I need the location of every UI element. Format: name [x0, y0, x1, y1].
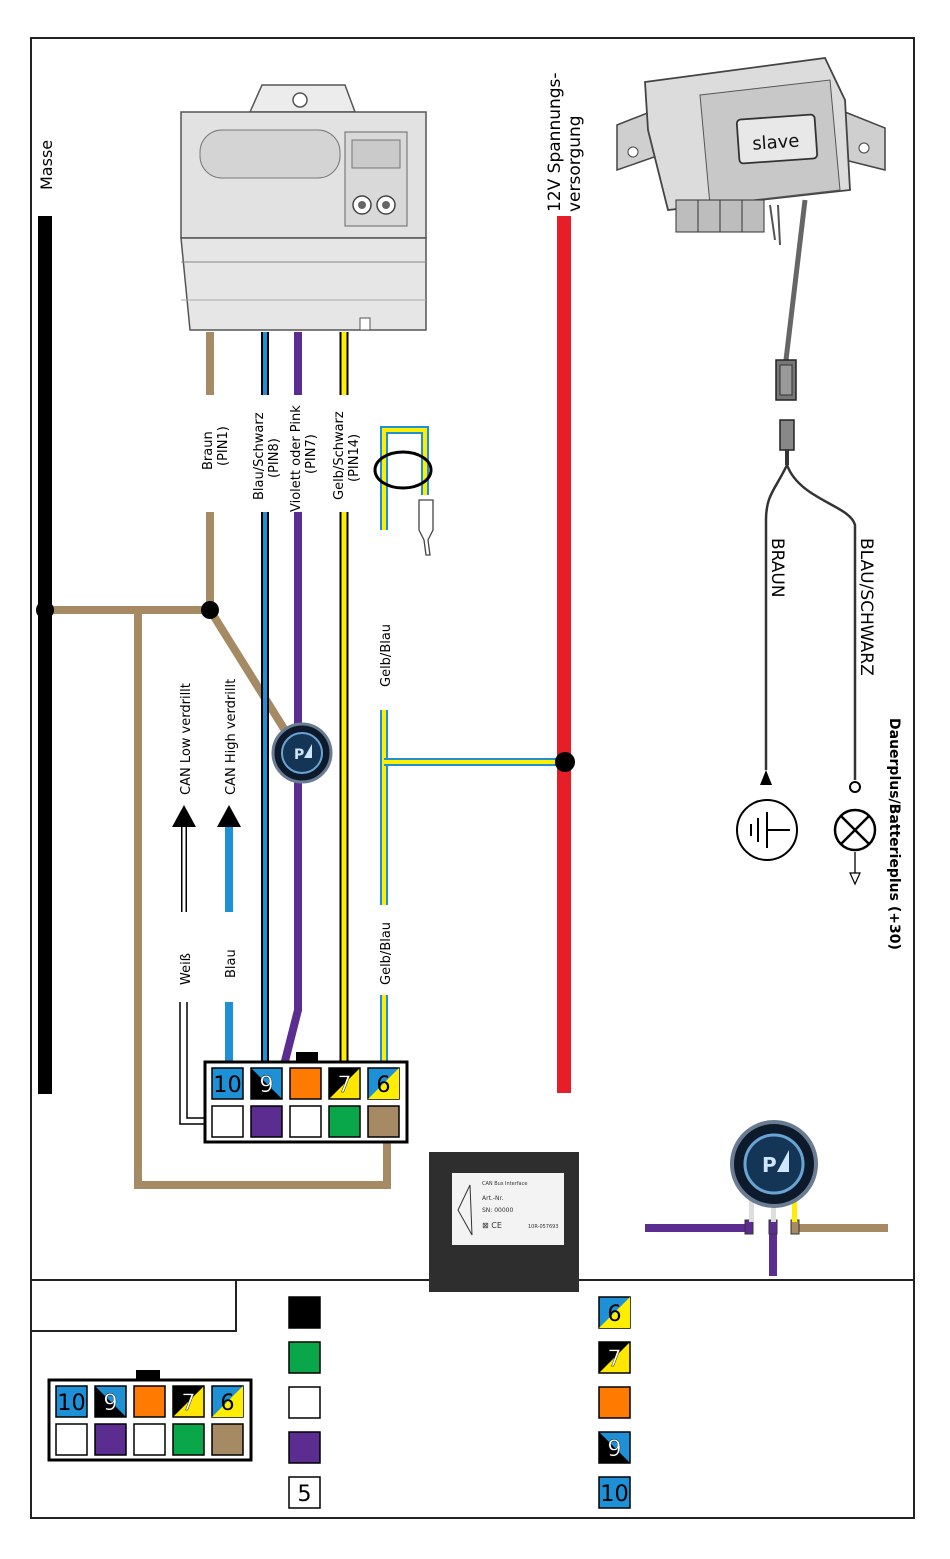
ecu-wires-upper: [206, 332, 349, 395]
park-button-icon: P: [271, 722, 333, 784]
svg-text:P: P: [762, 1153, 777, 1177]
supply-label-line1: 12V Spannungs-: [545, 72, 565, 212]
legend-pin-top-0-number: 10: [57, 1390, 85, 1416]
can-high-label: CAN High verdrillt: [224, 679, 239, 795]
slave-cable: [760, 199, 857, 785]
connector-pin-top-3: 7: [328, 1067, 361, 1100]
connector-pin-top-3-number: 7: [337, 1072, 351, 1098]
slave-label: slave: [752, 130, 800, 154]
interface-title: CAN Bus Interface: [482, 1181, 527, 1187]
legend-swatch-a-4-number: 5: [297, 1481, 311, 1507]
blau-schwarz-caps-label: BLAU/SCHWARZ: [856, 538, 876, 676]
connector-bottom-row: [211, 1105, 400, 1138]
legend-pin-bottom-4: [211, 1423, 244, 1456]
legend-pin-top-4: 6: [211, 1385, 244, 1418]
gelb-schwarz-label: Gelb/Schwarz(PIN14): [332, 411, 362, 500]
legend-column-1: 5: [288, 1296, 321, 1509]
connector-pin-top-4-number: 6: [376, 1072, 390, 1098]
legend-swatch-a-4: 5: [288, 1476, 321, 1509]
masse-label: Masse: [37, 140, 56, 190]
legend-pin-top-1: 9: [94, 1385, 127, 1418]
ground-symbol-icon: [736, 799, 798, 861]
diagram-frame: [30, 37, 915, 1519]
supply-label: 12V Spannungs- versorgung: [545, 67, 585, 212]
blau-schwarz-label: Blau/Schwarz(PIN8): [252, 412, 282, 500]
dauerplus-label: Dauerplus/Batterieplus (+30): [886, 718, 902, 950]
legend-pin-top-1-number: 9: [103, 1390, 117, 1416]
legend-swatch-b-0-number: 6: [607, 1301, 621, 1327]
weiss-label: Weiß: [179, 953, 194, 985]
legend-pin-bottom-2: [133, 1423, 166, 1456]
svg-text:P: P: [294, 747, 304, 763]
legend-swatch-b-3: 9: [598, 1431, 631, 1464]
brown-ground-wire: [36, 601, 391, 1189]
slave-module: slave: [616, 57, 886, 246]
legend-swatch-b-0: 6: [598, 1296, 631, 1329]
blau-label: Blau: [224, 949, 239, 978]
connector-pin-top-4: 6: [367, 1067, 400, 1100]
can-low-label: CAN Low verdrillt: [179, 683, 194, 795]
legend-pin-top-3: 7: [172, 1385, 205, 1418]
interface-sn: SN: 00000: [482, 1207, 513, 1214]
legend-swatch-b-1-number: 7: [607, 1346, 621, 1372]
interface-art: Art.-Nr.: [482, 1195, 503, 1202]
legend-title-box: [31, 1280, 237, 1332]
gelb-blau-label-2: Gelb/Blau: [379, 922, 394, 985]
connector-pin-top-2: [289, 1067, 322, 1100]
legend-pin-top-4-number: 6: [220, 1390, 234, 1416]
legend-swatch-a-1: [288, 1341, 321, 1374]
ground-bar: [38, 216, 52, 1094]
gelb-blau-wire: [372, 426, 575, 1068]
legend-swatch-a-3: [288, 1431, 321, 1464]
connector-pin-bottom-0: [211, 1105, 244, 1138]
legend-pin-top-0: 10: [55, 1385, 88, 1418]
connector-pin-top-0: 10: [211, 1067, 244, 1100]
legend-connector-bottom-row: [55, 1423, 244, 1456]
legend-swatch-b-4-number: 10: [600, 1481, 628, 1507]
legend-swatch-a-0: [288, 1296, 321, 1329]
legend-swatch-a-2: [288, 1386, 321, 1419]
braun-caps-label: BRAUN: [767, 538, 787, 598]
can-bus-interface: CAN Bus Interface Art.-Nr. SN: 00000 ⊠ C…: [429, 1152, 579, 1292]
lamp-symbol-icon: [833, 781, 877, 886]
slave-plugs: [675, 199, 765, 233]
legend-column-2: 6 7 9 10: [598, 1296, 631, 1509]
connector-pin-bottom-4: [367, 1105, 400, 1138]
gelb-blau-label-1: Gelb/Blau: [379, 624, 394, 687]
park-button-large-icon: P: [730, 1120, 818, 1208]
supply-bar: [557, 216, 571, 1093]
legend-swatch-b-1: 7: [598, 1341, 631, 1374]
legend-swatch-b-3-number: 9: [607, 1436, 621, 1462]
connector-pin-bottom-1: [250, 1105, 283, 1138]
interface-code: 10R-057693: [528, 1224, 559, 1230]
connector-pin-bottom-2: [289, 1105, 322, 1138]
legend-swatch-b-4: 10: [598, 1476, 631, 1509]
legend-pin-bottom-0: [55, 1423, 88, 1456]
connector-pin-bottom-3: [328, 1105, 361, 1138]
supply-label-line2: versorgung: [565, 115, 585, 212]
connector-pin-top-0-number: 10: [213, 1072, 241, 1098]
legend-pin-top-2: [133, 1385, 166, 1418]
legend-pin-top-3-number: 7: [181, 1390, 195, 1416]
violett-label: Violett oder Pink(PIN7): [289, 405, 319, 512]
legend-pin-bottom-3: [172, 1423, 205, 1456]
can-wires: [172, 805, 241, 1125]
legend-pin-bottom-1: [94, 1423, 127, 1456]
interface-marks: ⊠ CE: [482, 1221, 502, 1230]
connector-pin-top-1-number: 9: [259, 1072, 273, 1098]
control-unit: [180, 84, 427, 331]
braun-label: Braun(PIN1): [201, 426, 231, 470]
connector-pin-top-1: 9: [250, 1067, 283, 1100]
park-button-wiring: [645, 1196, 888, 1276]
legend-swatch-b-2: [598, 1386, 631, 1419]
